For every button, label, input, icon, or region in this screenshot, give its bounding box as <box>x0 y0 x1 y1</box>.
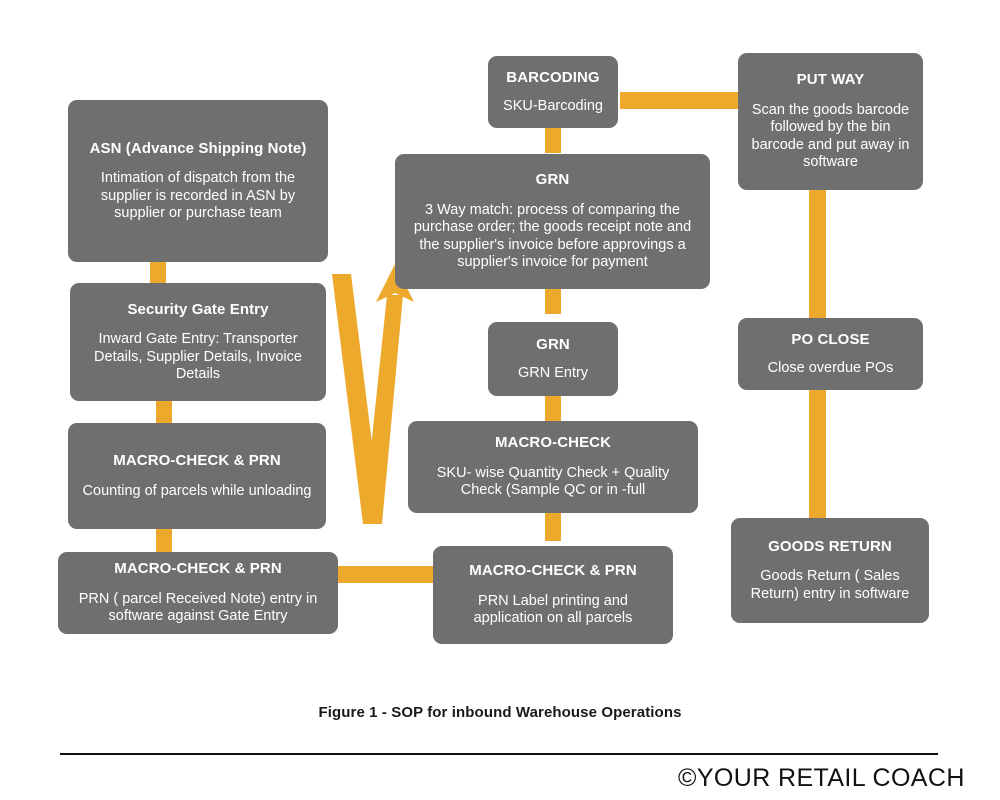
node-put-way-title: PUT WAY <box>796 71 865 89</box>
connector-barcoding-to-put-way <box>620 92 740 109</box>
node-macro-check-prn-label-body: PRN Label printing and application on al… <box>473 592 633 627</box>
node-grn-three-way[interactable]: GRN 3 Way match: process of comparing th… <box>395 154 710 289</box>
node-grn-entry-title: GRN <box>536 335 570 353</box>
node-macro-check[interactable]: MACRO-CHECK SKU- wise Quantity Check + Q… <box>408 421 698 513</box>
connector-macro-check-count-to-prn-entry <box>156 528 172 552</box>
connector-macro-check-to-grn-entry <box>545 396 561 421</box>
brand-watermark: ©YOUR RETAIL COACH <box>678 764 965 793</box>
node-po-close-body: Close overdue POs <box>767 359 894 376</box>
node-macro-check-title: MACRO-CHECK <box>494 434 612 452</box>
connector-po-close-to-goods-return <box>809 390 826 518</box>
node-barcoding-body: SKU-Barcoding <box>503 97 603 114</box>
connector-grn-entry-to-grn-three-way <box>545 289 561 314</box>
node-macro-check-prn-count[interactable]: MACRO-CHECK & PRN Counting of parcels wh… <box>68 423 326 529</box>
node-asn-title: ASN (Advance Shipping Note) <box>89 139 307 157</box>
node-grn-entry-body: GRN Entry <box>517 364 589 381</box>
node-barcoding-title: BARCODING <box>506 68 600 86</box>
connector-prn-entry-to-prn-label <box>338 566 438 583</box>
node-goods-return-body: Goods Return ( Sales Return) entry in so… <box>750 568 910 602</box>
node-security-gate-entry[interactable]: Security Gate Entry Inward Gate Entry: T… <box>70 283 326 401</box>
node-goods-return[interactable]: GOODS RETURN Goods Return ( Sales Return… <box>731 518 929 623</box>
node-security-gate-entry-body: Inward Gate Entry: Transporter Details, … <box>94 331 302 383</box>
node-macro-check-prn-entry-body: PRN ( parcel Received Note) entry in sof… <box>78 590 318 625</box>
footer-divider <box>60 753 938 755</box>
node-macro-check-prn-entry-title: MACRO-CHECK & PRN <box>114 560 282 578</box>
node-asn-body: Intimation of dispatch from the supplier… <box>100 170 296 222</box>
node-macro-check-prn-label[interactable]: MACRO-CHECK & PRN PRN Label printing and… <box>433 546 673 644</box>
node-put-way[interactable]: PUT WAY Scan the goods barcode followed … <box>738 53 923 190</box>
node-put-way-body: Scan the goods barcode followed by the b… <box>751 102 910 171</box>
node-macro-check-prn-count-body: Counting of parcels while unloading <box>82 482 312 499</box>
node-po-close-title: PO CLOSE <box>791 330 870 348</box>
connector-put-way-to-po-close <box>809 190 826 318</box>
node-macro-check-prn-label-title: MACRO-CHECK & PRN <box>469 562 637 580</box>
node-po-close[interactable]: PO CLOSE Close overdue POs <box>738 318 923 390</box>
figure-caption: Figure 1 - SOP for inbound Warehouse Ope… <box>318 704 682 721</box>
connector-prn-entry-to-grn-three-way-arrow <box>332 264 414 524</box>
node-grn-entry[interactable]: GRN GRN Entry <box>488 322 618 396</box>
node-goods-return-title: GOODS RETURN <box>768 537 892 555</box>
brand-name: YOUR RETAIL COACH <box>696 764 965 792</box>
connector-grn-three-way-to-barcoding <box>545 128 561 153</box>
node-macro-check-prn-entry[interactable]: MACRO-CHECK & PRN PRN ( parcel Received … <box>58 552 338 634</box>
node-grn-three-way-body: 3 Way match: process of comparing the pu… <box>413 202 692 271</box>
node-macro-check-body: SKU- wise Quantity Check + Quality Check… <box>436 464 670 499</box>
connector-prn-label-to-macro-check <box>545 513 561 541</box>
node-barcoding[interactable]: BARCODING SKU-Barcoding <box>488 56 618 128</box>
connector-security-gate-to-macro-check-count <box>156 400 172 423</box>
connector-asn-to-security-gate <box>150 261 166 283</box>
node-asn[interactable]: ASN (Advance Shipping Note) Intimation o… <box>68 100 328 262</box>
node-grn-three-way-title: GRN <box>535 171 570 189</box>
node-security-gate-entry-title: Security Gate Entry <box>127 300 269 318</box>
node-macro-check-prn-count-title: MACRO-CHECK & PRN <box>113 451 281 469</box>
copyright-icon: © <box>678 764 697 792</box>
